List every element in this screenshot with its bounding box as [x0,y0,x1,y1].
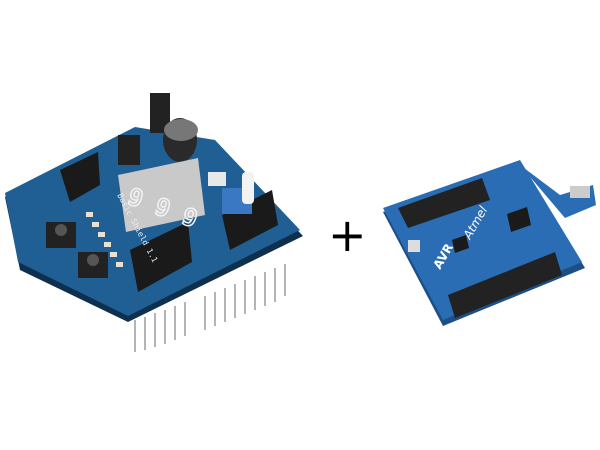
sensor [208,172,226,186]
usb-connector [570,186,590,198]
basic-shield-board: 9 9 9 Basic Shield 1.1 [5,93,303,352]
atmel-avr-board: Atmel AVR [383,160,596,326]
jumper [150,93,170,133]
buzzer-top [164,119,198,141]
jumper-2 [118,135,140,165]
chip-2 [452,235,469,253]
seven-segment-display [118,158,205,232]
header-right [222,190,278,250]
header-top-left [60,152,100,202]
potentiometer-knob [242,172,254,204]
reset-button [408,240,420,252]
header-bottom [130,222,192,292]
microcontroller-chip [507,207,531,232]
plus-sign: + [328,208,367,262]
led-column [86,212,123,267]
header-top [398,178,490,228]
header-pins [134,264,286,352]
header-bottom [448,252,562,318]
